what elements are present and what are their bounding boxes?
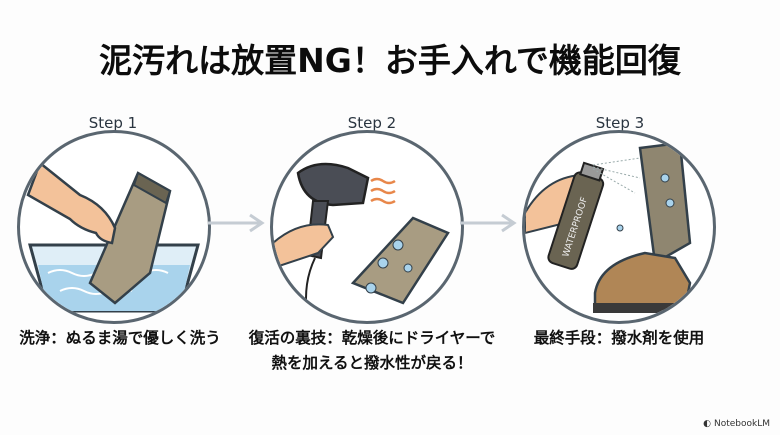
notebooklm-logo-icon: ◐ bbox=[703, 419, 711, 429]
arrow-right-icon bbox=[460, 213, 517, 233]
waterproof-spray-icon: WATERPROOF bbox=[525, 141, 693, 313]
step-3-caption: 最終手段：撥水剤を使用 bbox=[533, 329, 705, 347]
step-3: Step 3 bbox=[500, 112, 740, 134]
step-label: Step 2 bbox=[347, 114, 397, 132]
step-2-illustration bbox=[270, 130, 464, 324]
step-3-illustration: WATERPROOF bbox=[522, 130, 716, 324]
step-1: Step 1 bbox=[0, 112, 233, 134]
brand-name: NotebookLM bbox=[713, 419, 770, 429]
arrow-right-icon bbox=[208, 213, 265, 233]
hair-dryer-icon bbox=[273, 162, 450, 314]
step-label: Step 3 bbox=[595, 114, 645, 132]
step-2: Step 2 bbox=[252, 112, 492, 134]
washing-basin-icon bbox=[26, 160, 200, 313]
page-title: 泥汚れは放置NG！お手入れで機能回復 bbox=[99, 41, 681, 80]
step-2-caption: 復活の裏技：乾燥後にドライヤーで熱を加えると撥水性が戻る！ bbox=[248, 329, 496, 372]
step-label: Step 1 bbox=[88, 114, 138, 132]
step-1-illustration bbox=[17, 130, 211, 324]
step-1-caption: 洗浄：ぬるま湯で優しく洗う bbox=[19, 329, 221, 347]
brand-watermark: ◐ NotebookLM bbox=[703, 419, 770, 429]
